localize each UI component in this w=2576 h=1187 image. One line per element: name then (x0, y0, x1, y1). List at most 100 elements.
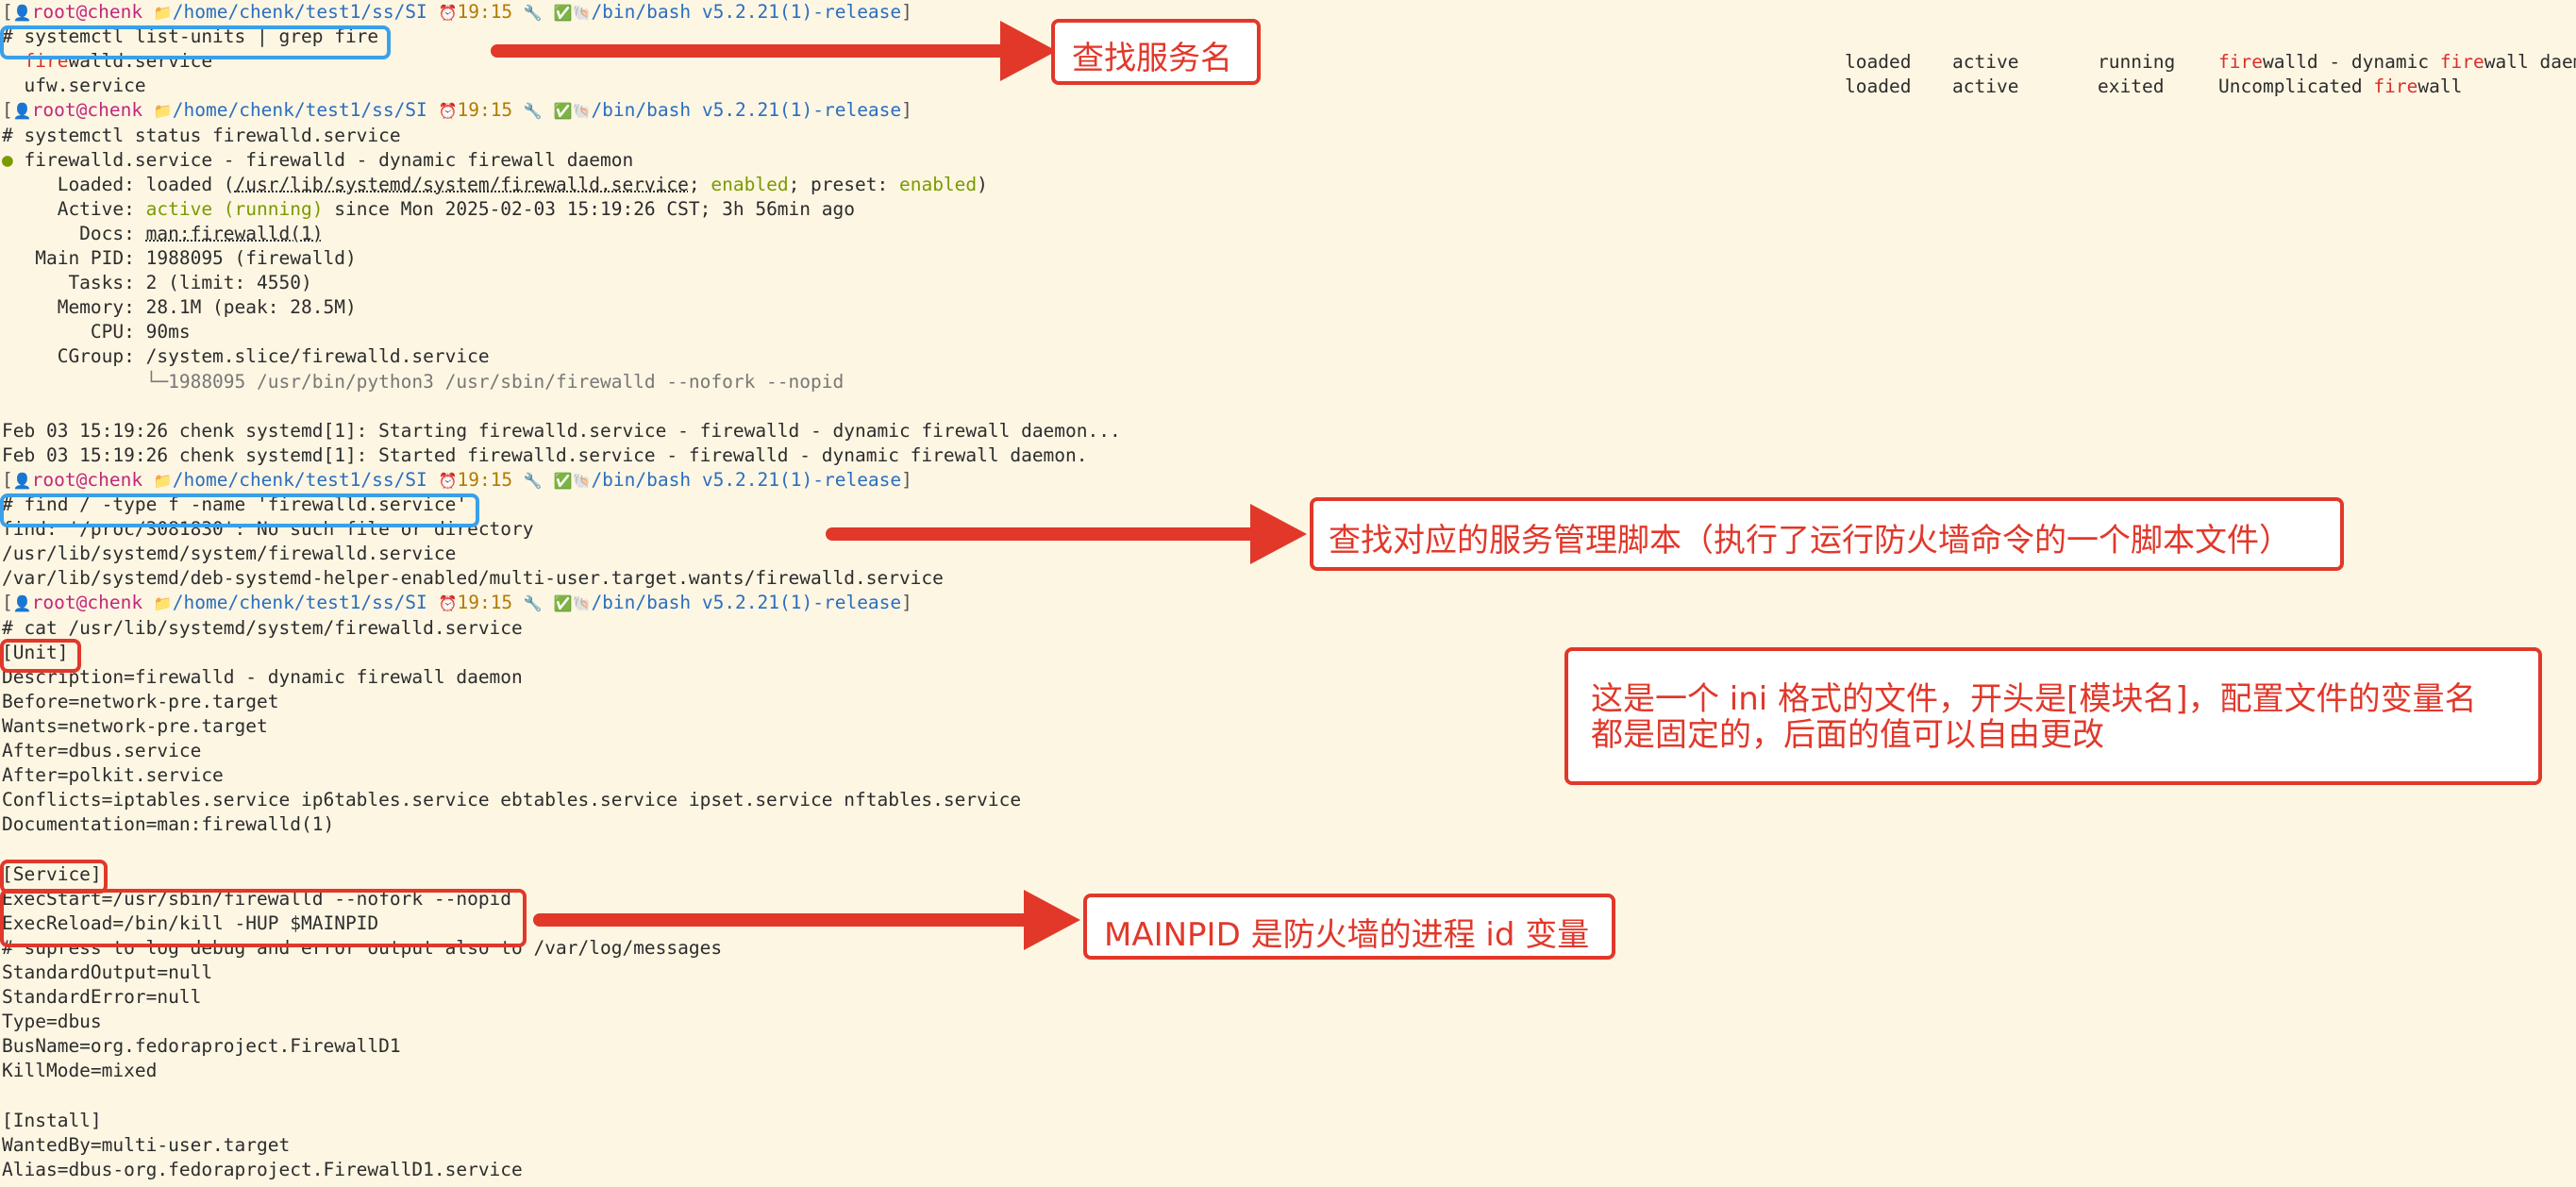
desc-rest: walld - dynamic (2262, 51, 2440, 73)
file-line-text: KillMode=mixed (2, 1060, 158, 1082)
command-status-text: # systemctl status firewalld.service (2, 124, 401, 146)
active-since: since Mon 2025-02-03 15:19:26 CST; 3h 56… (323, 197, 855, 220)
unit-description: Uncomplicated firewall (2218, 75, 2462, 99)
status-header-text: firewalld.service - firewalld - dynamic … (24, 148, 634, 171)
file-line-text: Conflicts=iptables.service ip6tables.ser… (2, 789, 1022, 811)
file-line-text: Type=dbus (2, 1011, 102, 1033)
file-line: Alias=dbus-org.fedoraproject.FirewallD1.… (2, 1158, 523, 1182)
prompt-path: /home/chenk/test1/ss/SI (172, 99, 427, 122)
unit-active: active (1952, 75, 2019, 97)
prompt-space (543, 1, 554, 23)
prompt-space (427, 469, 439, 491)
prompt-host: chenk (87, 99, 143, 122)
file-line-text: ExecReload=/bin/kill -HUP $MAINPID (2, 911, 379, 934)
command-list-units-text: # systemctl list-units | grep fire (2, 25, 379, 48)
prompt-time: 19:15 (457, 468, 513, 491)
command-status: # systemctl status firewalld.service (2, 124, 401, 148)
prompt-path: /home/chenk/test1/ss/SI (172, 1, 427, 23)
shell-icon: 🐚 (572, 594, 592, 613)
status-loaded: Loaded: loaded (/usr/lib/systemd/system/… (2, 173, 988, 197)
prompt-user: root (31, 592, 76, 614)
prompt-user: root (31, 99, 76, 122)
file-line-text: Before=network-pre.target (2, 690, 279, 712)
prompt-bracket: ] (901, 468, 912, 491)
prompt-shell: /bin/bash v5.2.21(1)-release (591, 1, 902, 23)
callout-mainpid-note: MAINPID 是防火墙的进程 id 变量 (1083, 894, 1615, 960)
prompt-bracket: [ (2, 1, 13, 23)
user-icon: 👤 (12, 4, 32, 22)
status-mainpid: Main PID: 1988095 (firewalld) (2, 246, 356, 271)
find-output-line-text: find: '/proc/3081830': No such file or d… (2, 518, 534, 541)
loaded-d: ) (977, 173, 988, 195)
find-output-line-text: /var/lib/systemd/deb-systemd-helper-enab… (2, 567, 944, 590)
prompt-bracket: [ (2, 592, 13, 614)
file-line-text: BusName=org.fedoraproject.FirewallD1 (2, 1035, 401, 1058)
command-find: # find / -type f -name 'firewalld.servic… (2, 493, 467, 517)
file-line-text: After=dbus.service (2, 740, 202, 761)
wrench-icon: 🔧 (523, 471, 543, 490)
prompt-space (427, 99, 439, 121)
shell-prompt: [👤root@chenk 📁/home/chenk/test1/ss/SI ⏰1… (2, 468, 912, 493)
status-tasks: Tasks: 2 (limit: 4550) (2, 271, 311, 295)
status-cgroup-text: CGroup: /system.slice/firewalld.service (2, 345, 490, 368)
file-line: [Install] (2, 1109, 102, 1133)
file-line-text: WantedBy=multi-user.target (2, 1133, 291, 1156)
status-log-1: Feb 03 15:19:26 chenk systemd[1]: Starti… (2, 419, 1121, 443)
prompt-space (427, 592, 439, 613)
prompt-user: root (31, 468, 76, 491)
user-icon: 👤 (12, 471, 32, 490)
file-line-text: [Service] (2, 862, 102, 885)
highlight-unit-section (0, 639, 81, 673)
file-line-text: Wants=network-pre.target (2, 714, 268, 737)
prompt-space (543, 469, 554, 491)
command-cat-text: # cat /usr/lib/systemd/system/firewalld.… (2, 616, 523, 639)
prompt-at: @ (75, 99, 88, 122)
file-line-text: [Install] (2, 1109, 102, 1131)
active-label: Active: (2, 197, 146, 220)
loaded-preset: enabled (898, 173, 978, 195)
file-line: After=dbus.service (2, 739, 201, 763)
docs-label: Docs: (2, 222, 146, 244)
prompt-bracket: ] (901, 99, 912, 122)
prompt-host: chenk (87, 592, 143, 614)
file-line: [Service] (2, 862, 102, 887)
prompt-space (512, 592, 524, 613)
desc-match: fire (2218, 51, 2263, 73)
check-icon: ✅ (553, 471, 573, 490)
highlight-cmd3 (0, 493, 479, 527)
desc-tail: wall daemon (2484, 51, 2576, 73)
wrench-icon: 🔧 (523, 4, 543, 22)
find-output-line: /usr/lib/systemd/system/firewalld.servic… (2, 542, 456, 566)
prompt-at: @ (75, 1, 88, 23)
status-cgroup: CGroup: /system.slice/firewalld.service (2, 344, 490, 369)
user-icon: 👤 (12, 102, 32, 121)
callout-find-service: 查找服务名 (1051, 19, 1261, 85)
find-output-line-text: /usr/lib/systemd/system/firewalld.servic… (2, 543, 457, 565)
unit-name: ufw.service (24, 75, 146, 97)
prompt-bracket: ] (901, 1, 912, 23)
desc-match: fire (2439, 51, 2484, 73)
prompt-time: 19:15 (457, 1, 513, 23)
file-line: After=polkit.service (2, 763, 224, 788)
shell-icon: 🐚 (572, 4, 592, 22)
active-state: active (running) (145, 197, 324, 220)
prompt-time: 19:15 (457, 592, 513, 614)
callout-mainpid-note-text: MAINPID 是防火墙的进程 id 变量 (1104, 916, 1590, 954)
prompt-bracket: ] (901, 592, 912, 614)
status-log-1-text: Feb 03 15:19:26 chenk systemd[1]: Starti… (2, 419, 1121, 442)
unit-match: fire (24, 50, 69, 73)
file-line: ExecReload=/bin/kill -HUP $MAINPID (2, 911, 378, 936)
file-line-text: Documentation=man:firewalld(1) (2, 813, 335, 836)
file-line: StandardOutput=null (2, 961, 212, 985)
prompt-space (512, 469, 524, 491)
status-memory: Memory: 28.1M (peak: 28.5M) (2, 295, 357, 320)
unit-description: firewalld - dynamic firewall daemon (2218, 50, 2576, 75)
file-line: Before=network-pre.target (2, 690, 279, 714)
status-cgroup-child-text: └─1988095 /usr/bin/python3 /usr/sbin/fir… (2, 370, 845, 393)
unit-row: ufw.service (2, 74, 146, 98)
status-cpu-text: CPU: 90ms (2, 321, 191, 343)
prompt-path: /home/chenk/test1/ss/SI (172, 592, 427, 614)
shell-prompt: [👤root@chenk 📁/home/chenk/test1/ss/SI ⏰1… (2, 0, 912, 25)
